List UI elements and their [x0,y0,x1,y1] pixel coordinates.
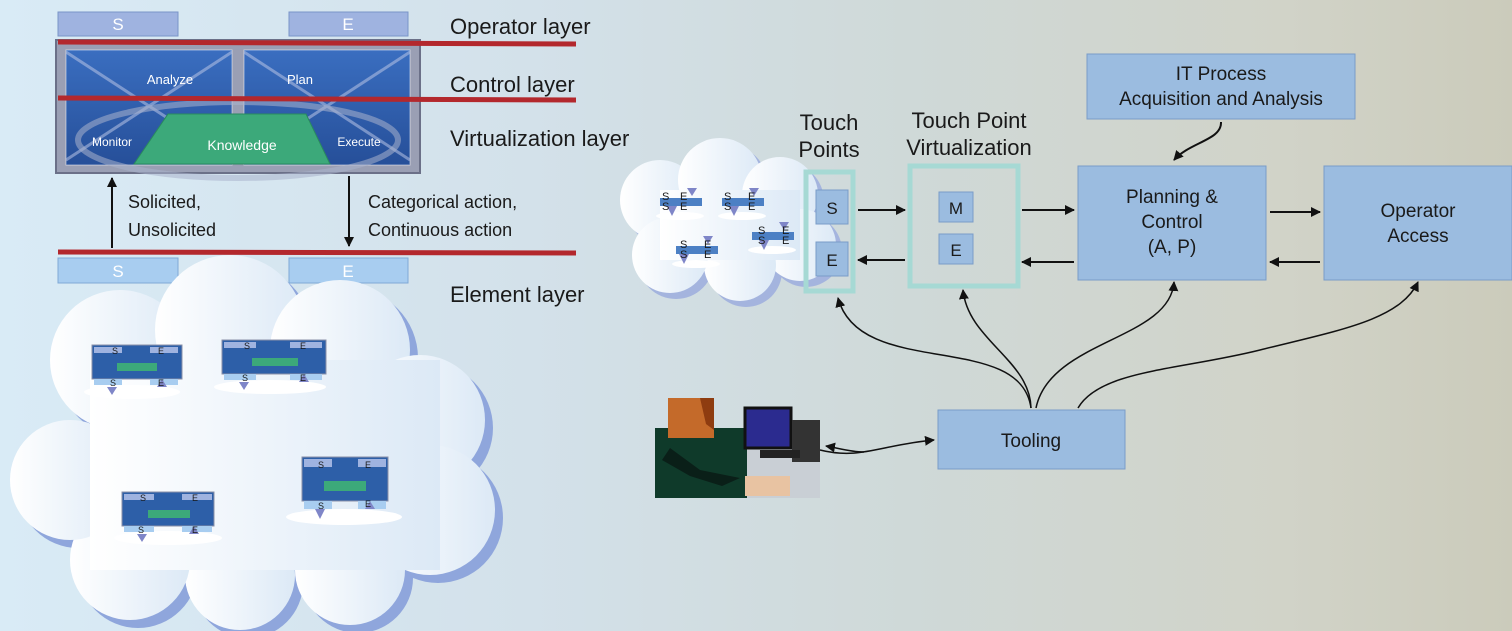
cloud-icon-3-s2: S [680,249,687,261]
control-layer-label: Control layer [450,72,575,97]
it-process-label-2: Acquisition and Analysis [1119,89,1323,110]
operator-layer-label: Operator layer [450,14,591,39]
continuous-action-label: Continuous action [368,220,512,240]
plan-label: Plan [287,72,313,87]
tp-virtualization-frame: M E [907,163,1021,289]
operator-access-box: Operator Access [1323,165,1512,281]
execute-label: Execute [337,135,381,149]
operator-access-label-1: Operator [1381,201,1457,222]
operator-layer-line [57,39,577,47]
cloud-icon-4-e: E [782,225,789,237]
element-s-label: S [112,262,123,281]
cloud-icon-3-s: S [680,239,687,251]
mini-node-2-e: E [300,341,306,351]
cloud-icon-3-e: E [704,239,711,251]
large-cloud [10,255,503,631]
cloud-icon-2-e2: E [748,201,755,213]
flow-arrows [857,121,1321,267]
element-s-box: S [57,257,179,284]
tooling-label: Tooling [1001,431,1061,452]
mini-node-1: S E S E [84,344,183,399]
cloud-icon-2-s2: S [724,201,731,213]
cloud-icon-1: S E S E [656,188,704,220]
planning-label-3: (A, P) [1148,237,1197,258]
operator-s-box: S [57,11,179,37]
mini-node-3-s: S [140,493,146,503]
mini-node-2-e2: E [300,373,306,383]
mini-node-1-e: E [158,346,164,356]
mini-node-2: S E S E [214,339,327,394]
mini-node-4-s2: S [318,501,324,511]
mini-node-4-e: E [365,460,371,470]
cloud-icon-2-s: S [724,191,731,203]
tp-virtualization-title-1: Touch Point [912,108,1027,133]
cloud-icon-2: S E S E [718,188,766,220]
knowledge-trapezoid [133,113,331,165]
unsolicited-label: Unsolicited [128,220,216,240]
mini-node-4-s: S [318,460,324,470]
analyze-label: Analyze [147,72,193,87]
cloud-icon-1-e: E [680,191,687,203]
cloud-icon-4-s: S [758,225,765,237]
cloud-icon-3: S E S E [672,236,720,268]
tooling-box: Tooling [937,409,1126,470]
cloud-icon-1-s: S [662,191,669,203]
categorical-action-label: Categorical action, [368,192,517,212]
element-layer-label: Element layer [450,282,585,307]
cloud-icon-1-s2: S [662,201,669,213]
element-e-box: E [288,257,409,284]
mini-node-3-e: E [192,493,198,503]
control-layer-line [57,95,577,103]
mini-node-3-e2: E [192,525,198,535]
mini-node-1-s2: S [110,378,116,388]
touch-points-frame: S E [803,169,856,294]
element-e-label: E [342,262,353,281]
virtualization-layer-label: Virtualization layer [450,126,629,151]
monitor-label: Monitor [92,135,132,149]
mape-k-block: Analyze Plan Monitor Knowledge Execute [55,39,421,181]
it-process-label-1: IT Process [1176,64,1266,85]
it-process-box: IT Process Acquisition and Analysis [1086,53,1356,120]
planning-label-1: Planning & [1126,187,1218,208]
mini-node-3-s2: S [138,525,144,535]
mini-node-3: S E S E [114,491,222,545]
touch-points-s: S [826,199,837,218]
mini-node-4-e2: E [365,499,371,509]
mini-node-1-e2: E [158,378,164,388]
knowledge-label: Knowledge [207,137,276,153]
tp-virtualization-m: M [949,199,963,218]
cloud-icon-4: S E S E [748,222,796,254]
mini-node-4: S E S E [286,456,402,525]
element-layer-line [57,249,577,256]
operator-e-box: E [288,11,409,37]
mini-node-2-s: S [244,341,250,351]
mini-node-1-s: S [112,346,118,356]
cloud-icon-3-e2: E [704,249,711,261]
tp-virtualization-e: E [950,241,961,260]
cloud-icon-4-e2: E [782,235,789,247]
touch-points-e: E [826,251,837,270]
small-cloud [620,138,842,307]
cloud-icon-2-e: E [748,191,755,203]
planning-label-2: Control [1141,212,1202,233]
person-computer-icon [655,398,820,498]
cloud-icon-1-e2: E [680,201,687,213]
cloud-icon-4-s2: S [758,235,765,247]
operator-access-label-2: Access [1387,226,1448,247]
solicited-label: Solicited, [128,192,201,212]
planning-control-box: Planning & Control (A, P) [1077,165,1267,281]
touch-points-title-2: Points [798,137,859,162]
tooling-curves [819,281,1419,455]
mini-node-2-s2: S [242,373,248,383]
operator-e-label: E [342,15,353,34]
tp-virtualization-title-2: Virtualization [906,135,1032,160]
operator-s-label: S [112,15,123,34]
touch-points-title-1: Touch [800,110,859,135]
